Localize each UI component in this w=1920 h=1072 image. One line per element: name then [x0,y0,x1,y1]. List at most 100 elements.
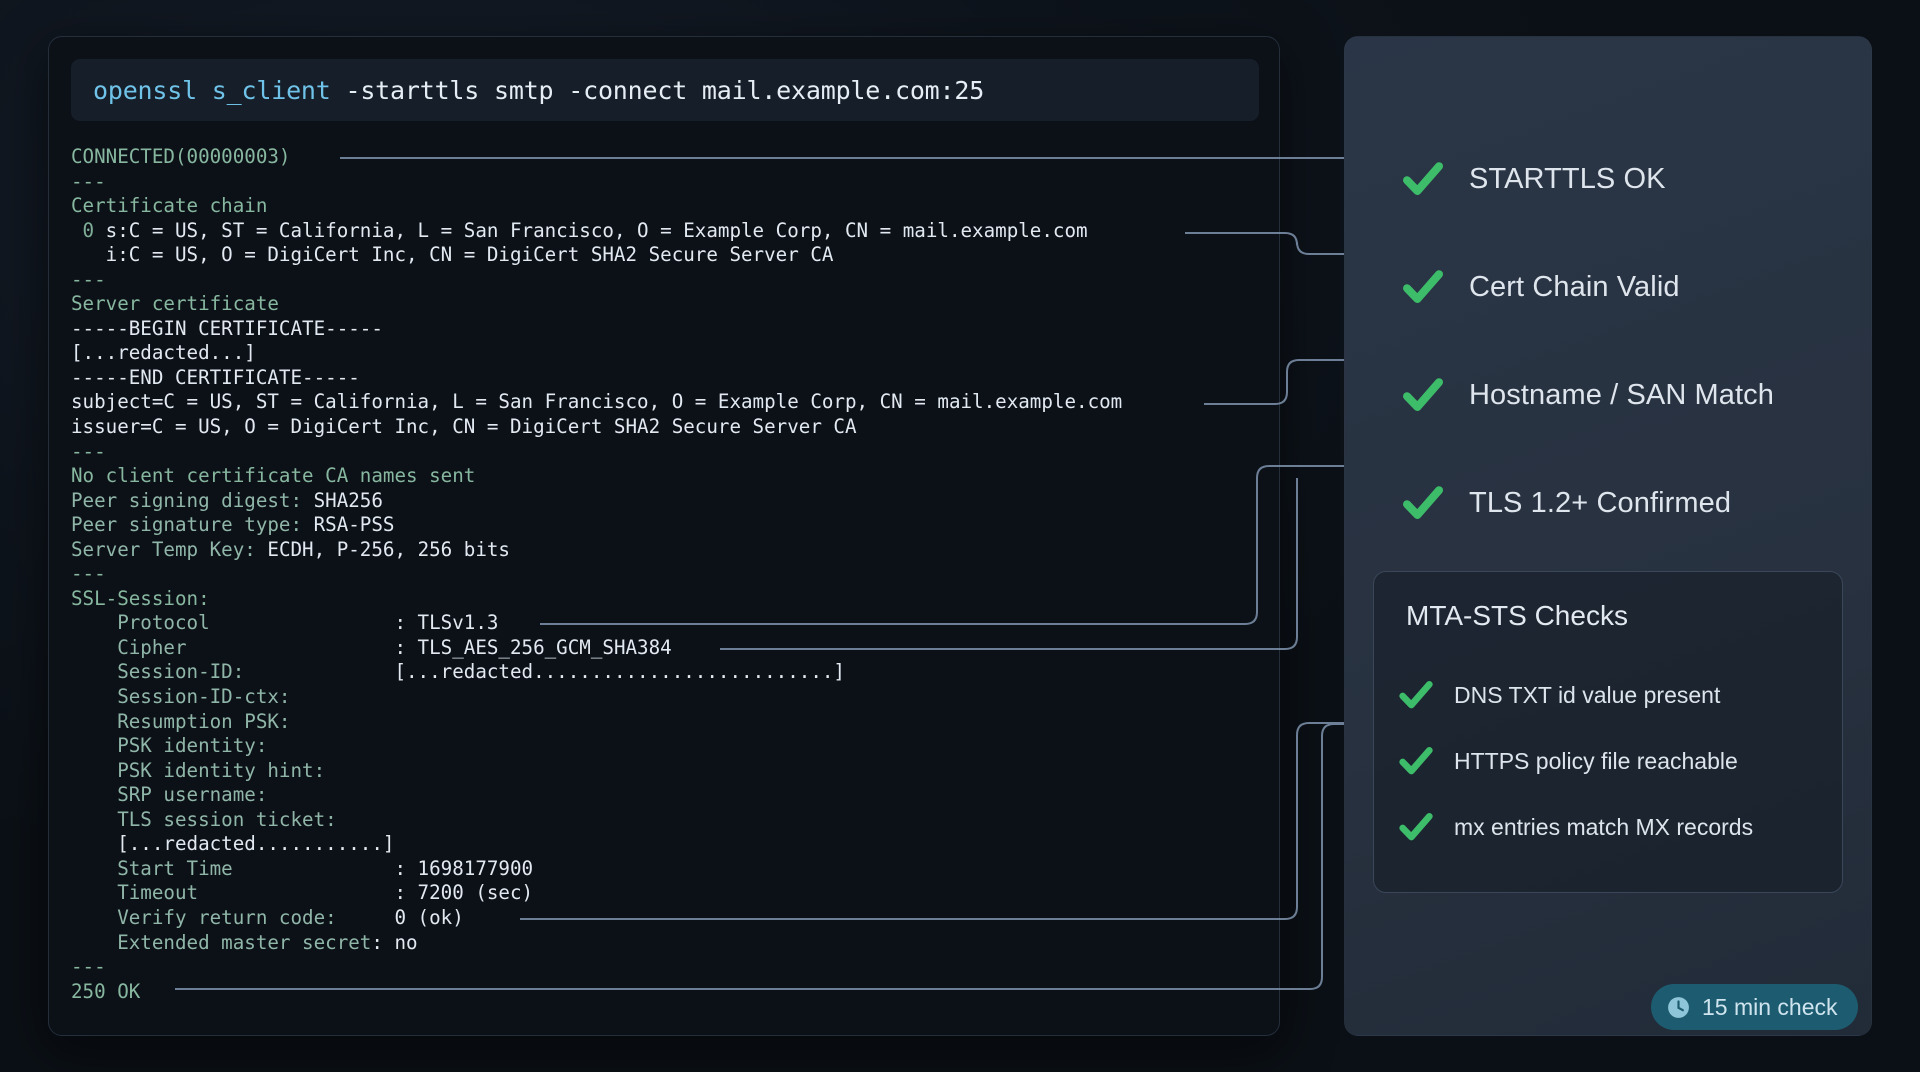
terminal-line: subject=C = US, ST = California, L = San… [71,390,1263,415]
terminal-line: -----END CERTIFICATE----- [71,366,1263,391]
terminal-line: issuer=C = US, O = DigiCert Inc, CN = Di… [71,415,1263,440]
terminal-line-value: s:C = US, ST = California, L = San Franc… [105,218,1088,242]
terminal-line-label: Peer signing digest: [71,488,303,512]
mta-check-row[interactable]: DNS TXT id value present [1396,662,1826,728]
terminal-line-label: TLS session ticket: [71,807,337,831]
terminal-line-label: Server Temp Key: [71,537,256,561]
terminal-line: --- [71,440,1263,465]
terminal-line: SRP username: [71,783,1263,808]
check-row[interactable]: TLS 1.2+ Confirmed [1399,449,1859,557]
terminal-line: Server certificate [71,292,1263,317]
terminal-line: --- [71,562,1263,587]
terminal-line-value: ECDH, P-256, 256 bits [255,537,510,561]
badge-label: 15 min check [1702,993,1838,1020]
terminal-output: CONNECTED(00000003)---Certificate chain … [71,145,1263,1021]
terminal-line-text: Server certificate [71,292,279,316]
terminal-line-text: subject=C = US, ST = California, L = San… [71,390,1123,414]
terminal-line: Resumption PSK: [71,710,1263,735]
terminal-line: PSK identity: [71,734,1263,759]
interval-badge[interactable]: 15 min check [1651,984,1858,1030]
terminal-line: i:C = US, O = DigiCert Inc, CN = DigiCer… [71,243,1263,268]
mta-check-label: mx entries match MX records [1454,813,1754,840]
terminal-line-text: -----BEGIN CERTIFICATE----- [71,316,383,340]
check-icon [1399,155,1447,203]
terminal-line: --- [71,268,1263,293]
terminal-line-text: issuer=C = US, O = DigiCert Inc, CN = Di… [71,415,857,439]
terminal-line-value: : TLSv1.3 [394,611,499,635]
check-row[interactable]: Hostname / SAN Match [1399,341,1859,449]
terminal-line-text: --- [71,562,106,586]
clock-icon [1666,995,1691,1020]
terminal-line-text: --- [71,169,106,193]
terminal-line: 0 s:C = US, ST = California, L = San Fra… [71,219,1263,244]
mta-check-label: DNS TXT id value present [1454,681,1721,708]
terminal-line-index: 0 [71,218,106,242]
terminal-line: Verify return code: 0 (ok) [71,906,1263,931]
mta-check-row[interactable]: HTTPS policy file reachable [1396,728,1826,794]
terminal-line-value: 0 (ok) [348,905,464,929]
terminal-line: Peer signature type: RSA-PSS [71,513,1263,538]
check-icon [1396,675,1436,715]
terminal-line-value: RSA-PSS [302,513,395,537]
terminal-line: -----BEGIN CERTIFICATE----- [71,317,1263,342]
check-icon [1399,263,1447,311]
terminal-line-label: PSK identity: [71,734,268,758]
terminal-line-value: : 1698177900 [394,856,534,880]
terminal-line: Session-ID-ctx: [71,685,1263,710]
terminal-line-label: Peer signature type: [71,513,303,537]
terminal-line-label: SRP username: [71,783,268,807]
terminal-line: Peer signing digest: SHA256 [71,489,1263,514]
terminal-line-text: 250 OK [71,979,141,1003]
terminal-line: --- [71,170,1263,195]
terminal-line-text: -----END CERTIFICATE----- [71,365,360,389]
terminal-line-label: Session-ID-ctx: [71,685,291,709]
check-icon [1396,807,1436,847]
command-line: openssl s_client -starttls smtp -connect… [93,76,984,105]
terminal-line-value: SHA256 [302,488,383,512]
terminal-line: [...redacted...........] [71,832,1263,857]
terminal-line: Cipher : TLS_AES_256_GCM_SHA384 [71,636,1263,661]
terminal-line: --- [71,955,1263,980]
terminal-line-text: [...redacted...] [71,341,256,365]
terminal-line-label: Session-ID: [71,660,349,684]
terminal-line: Start Time : 1698177900 [71,857,1263,882]
terminal-line-label: PSK identity hint: [71,758,326,782]
command-keyword: openssl s_client [93,75,331,105]
check-icon [1396,741,1436,781]
check-row[interactable]: STARTTLS OK [1399,125,1859,233]
terminal-line-label: Cipher [71,635,395,659]
terminal-line-text: [...redacted...........] [71,832,395,856]
terminal-line-value: : TLS_AES_256_GCM_SHA384 [394,635,672,659]
check-row[interactable]: Cert Chain Valid [1399,233,1859,341]
terminal-line-label: Verify return code: [71,905,349,929]
terminal-line: TLS session ticket: [71,808,1263,833]
check-icon [1399,371,1447,419]
mta-sts-title: MTA-STS Checks [1406,600,1628,631]
terminal-window: openssl s_client -starttls smtp -connect… [48,36,1280,1036]
terminal-line-value: [...redacted..........................] [348,660,845,684]
command-args: -starttls smtp -connect mail.example.com… [330,75,985,105]
terminal-line-text: SSL-Session: [71,586,210,610]
terminal-line-text: --- [71,439,106,463]
check-label: Cert Chain Valid [1469,270,1680,303]
terminal-line: No client certificate CA names sent [71,464,1263,489]
terminal-line: CONNECTED(00000003) [71,145,1263,170]
terminal-line: Extended master secret: no [71,931,1263,956]
terminal-line: Timeout : 7200 (sec) [71,881,1263,906]
terminal-line: Protocol : TLSv1.3 [71,611,1263,636]
terminal-line-text: --- [71,267,106,291]
mta-check-row[interactable]: mx entries match MX records [1396,794,1826,860]
command-bar[interactable]: openssl s_client -starttls smtp -connect… [71,59,1259,121]
check-icon [1399,479,1447,527]
terminal-line-text: i:C = US, O = DigiCert Inc, CN = DigiCer… [71,243,834,267]
terminal-line: 250 OK [71,980,1263,1005]
terminal-line: PSK identity hint: [71,759,1263,784]
mta-check-label: HTTPS policy file reachable [1454,747,1738,774]
terminal-line: Certificate chain [71,194,1263,219]
check-label: Hostname / SAN Match [1469,378,1774,411]
terminal-line-label: Protocol [71,611,395,635]
terminal-line: SSL-Session: [71,587,1263,612]
